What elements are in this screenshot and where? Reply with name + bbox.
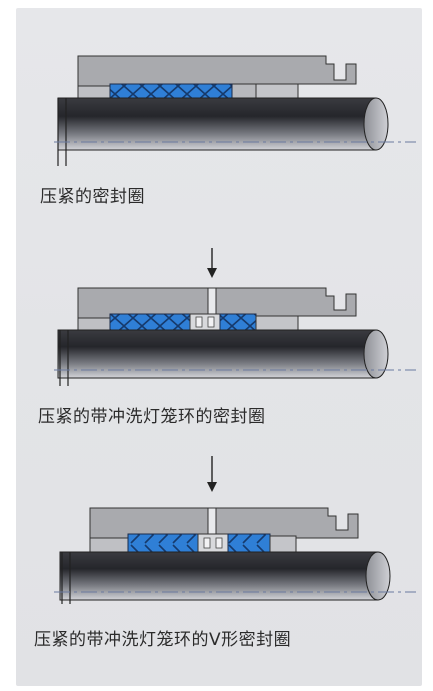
seal-diagram-1 <box>54 55 416 166</box>
seal-diagram-3 <box>54 456 416 604</box>
figure-lantern-ring-packing <box>16 246 422 386</box>
shaft-end <box>363 329 389 379</box>
diagram-panel: 压紧的密封圈 <box>16 8 422 686</box>
shaft <box>59 551 385 601</box>
gland-flange <box>255 83 299 99</box>
flush-port <box>207 287 217 315</box>
figure-compressed-packing <box>16 54 422 174</box>
figure-1-caption: 压紧的密封圈 <box>40 187 145 207</box>
flush-port <box>207 507 217 537</box>
packing-braided-right <box>219 313 257 331</box>
flush-arrow-head <box>207 482 217 492</box>
shaft-end <box>363 97 389 151</box>
figure-3-caption: 压紧的带冲洗灯笼环的V形密封圈 <box>34 630 292 650</box>
gland-flange <box>269 535 297 553</box>
gland <box>231 83 257 99</box>
shaft <box>57 329 383 379</box>
figure-2-caption: 压紧的带冲洗灯笼环的密封圈 <box>38 407 266 427</box>
packing-braided <box>109 83 233 99</box>
packing-v-left <box>127 533 199 553</box>
bushing <box>77 85 111 99</box>
lantern-ring <box>197 533 229 553</box>
seal-diagram-2 <box>54 248 416 386</box>
figure-v-packing-lantern-ring <box>16 454 422 604</box>
shaft-end <box>365 551 391 601</box>
bushing <box>89 537 129 553</box>
bushing <box>77 317 111 331</box>
packing-v-right <box>227 533 271 553</box>
gland-flange <box>255 315 299 331</box>
lantern-ring <box>189 313 221 331</box>
packing-braided-left <box>109 313 191 331</box>
flush-arrow-head <box>207 268 217 278</box>
